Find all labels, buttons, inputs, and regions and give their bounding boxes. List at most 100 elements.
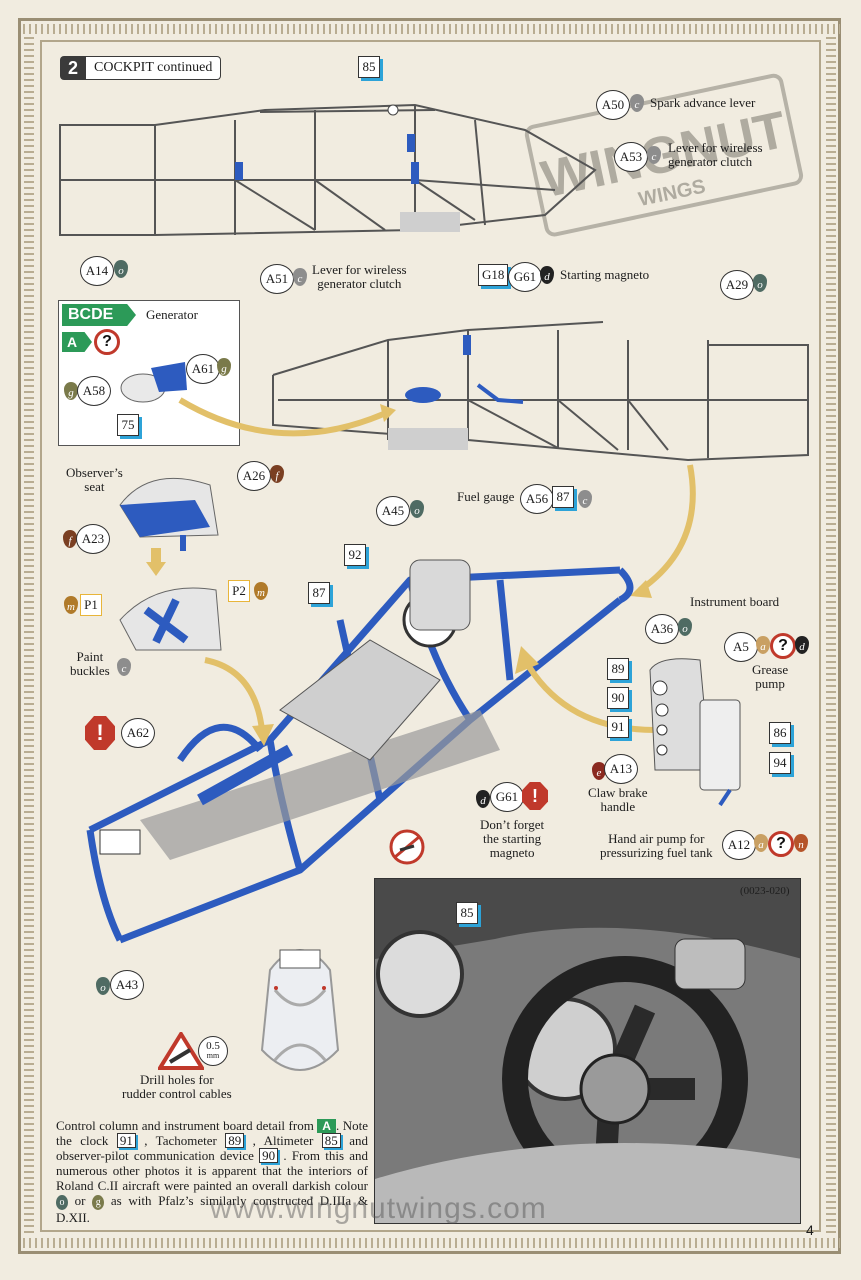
paint-e-icon: e bbox=[592, 762, 606, 780]
ref-91: 91 bbox=[116, 1133, 136, 1148]
part-85-top: 85 bbox=[358, 56, 380, 78]
instrument-board-drawing bbox=[649, 658, 741, 807]
step-title: COCKPIT continued bbox=[86, 56, 222, 80]
paint-g-icon: g bbox=[217, 358, 231, 376]
part-a13: A13 bbox=[604, 754, 638, 784]
generator-part-drawing bbox=[120, 362, 187, 403]
part-g61: G61 bbox=[508, 262, 542, 292]
part-a50: A50 bbox=[596, 90, 630, 120]
paint-c-icon: c bbox=[117, 658, 131, 676]
question-icon: ? bbox=[768, 831, 794, 857]
paint-c-icon: c bbox=[647, 146, 661, 164]
paint-a-icon: a bbox=[754, 834, 768, 852]
question-icon: ? bbox=[94, 329, 120, 355]
part-a51: A51 bbox=[260, 264, 294, 294]
part-a61: A61 bbox=[186, 354, 220, 384]
step-number-badge: 2 bbox=[60, 56, 86, 80]
paint-d-icon: d bbox=[476, 790, 490, 808]
paint-a-icon: a bbox=[756, 636, 770, 654]
part-a53: A53 bbox=[614, 142, 648, 172]
inner-frame bbox=[40, 40, 821, 1232]
version-tag-a: A bbox=[317, 1119, 336, 1133]
fuselage-frame-middle-view bbox=[272, 321, 809, 462]
page-number: 4 bbox=[806, 1222, 814, 1238]
photo-reference-code: (0023-020) bbox=[740, 885, 790, 897]
part-91: 91 bbox=[607, 716, 629, 738]
drill-warning-icon bbox=[158, 1032, 204, 1070]
paint-f-icon: f bbox=[270, 465, 284, 483]
paint-o-icon: o bbox=[114, 260, 128, 278]
seat-with-belts-drawing bbox=[119, 587, 222, 651]
observer-seat-drawing bbox=[119, 477, 219, 551]
paint-g-icon: g bbox=[64, 382, 78, 400]
part-a45: A45 bbox=[376, 496, 410, 526]
part-a29: A29 bbox=[720, 270, 754, 300]
part-94: 94 bbox=[769, 752, 791, 774]
paint-c-icon: c bbox=[293, 268, 307, 286]
part-a58: A58 bbox=[77, 376, 111, 406]
left-ornament bbox=[22, 36, 36, 1236]
paint-o-inline: o bbox=[56, 1195, 68, 1210]
part-g61-lower: G61 bbox=[490, 782, 524, 812]
photo-part-85: 85 bbox=[456, 902, 478, 924]
part-92: 92 bbox=[344, 544, 366, 566]
part-a14: A14 bbox=[80, 256, 114, 286]
paint-f-icon: f bbox=[63, 530, 77, 548]
paint-n-icon: n bbox=[794, 834, 808, 852]
warning-icon: ! bbox=[522, 782, 548, 810]
ref-90: 90 bbox=[259, 1148, 279, 1163]
version-tag-a: A bbox=[62, 332, 92, 352]
paint-c-icon: c bbox=[630, 94, 644, 112]
paint-d-icon: d bbox=[795, 636, 809, 654]
bottom-ornament bbox=[22, 1236, 840, 1250]
paint-m-icon: m bbox=[254, 582, 268, 600]
outer-frame bbox=[18, 18, 841, 1254]
assembly-arrows bbox=[178, 397, 696, 598]
spark-advance-lever-label: Spark advance lever bbox=[650, 95, 756, 110]
part-89: 89 bbox=[607, 658, 629, 680]
paint-o-icon: o bbox=[410, 500, 424, 518]
part-90: 90 bbox=[607, 687, 629, 709]
part-86: 86 bbox=[769, 722, 791, 744]
question-icon: ? bbox=[770, 633, 796, 659]
part-87-mid: 87 bbox=[552, 486, 574, 508]
paint-m-icon: m bbox=[64, 596, 78, 614]
right-ornament bbox=[824, 36, 838, 1236]
generator-label: Generator bbox=[146, 307, 198, 322]
paint-c-icon: c bbox=[578, 490, 592, 508]
part-87-low: 87 bbox=[308, 582, 330, 604]
cockpit-frame-assembly bbox=[86, 559, 634, 944]
paint-o-icon: o bbox=[96, 977, 110, 995]
fuel-gauge-label: Fuel gauge bbox=[457, 489, 515, 504]
notes-paragraph: Control column and instrument board deta… bbox=[56, 1118, 368, 1225]
paint-o-icon: o bbox=[678, 618, 692, 636]
part-a12: A12 bbox=[722, 830, 756, 860]
top-ornament bbox=[22, 22, 840, 36]
paint-o-icon: o bbox=[753, 274, 767, 292]
wingnut-logo-stamp: WINGNUT WINGS bbox=[524, 73, 804, 237]
watermark-url: www.wingnutwings.com bbox=[210, 1192, 547, 1225]
reference-photo bbox=[374, 878, 801, 1224]
paint-d-icon: d bbox=[540, 266, 554, 284]
no-glue-icon bbox=[389, 829, 425, 865]
part-a43: A43 bbox=[110, 970, 144, 1000]
part-a26: A26 bbox=[237, 461, 271, 491]
paint-g-inline: g bbox=[92, 1195, 105, 1210]
part-p2: P2 bbox=[228, 580, 250, 602]
ref-89: 89 bbox=[225, 1133, 245, 1148]
rear-bulkhead-drawing bbox=[260, 949, 340, 1071]
part-p1: P1 bbox=[80, 594, 102, 616]
version-tag-bcde: BCDE bbox=[62, 304, 136, 326]
fuselage-frame-top-view bbox=[59, 103, 597, 236]
ref-85: 85 bbox=[321, 1133, 341, 1148]
instrument-board-label: Instrument board bbox=[690, 594, 780, 609]
